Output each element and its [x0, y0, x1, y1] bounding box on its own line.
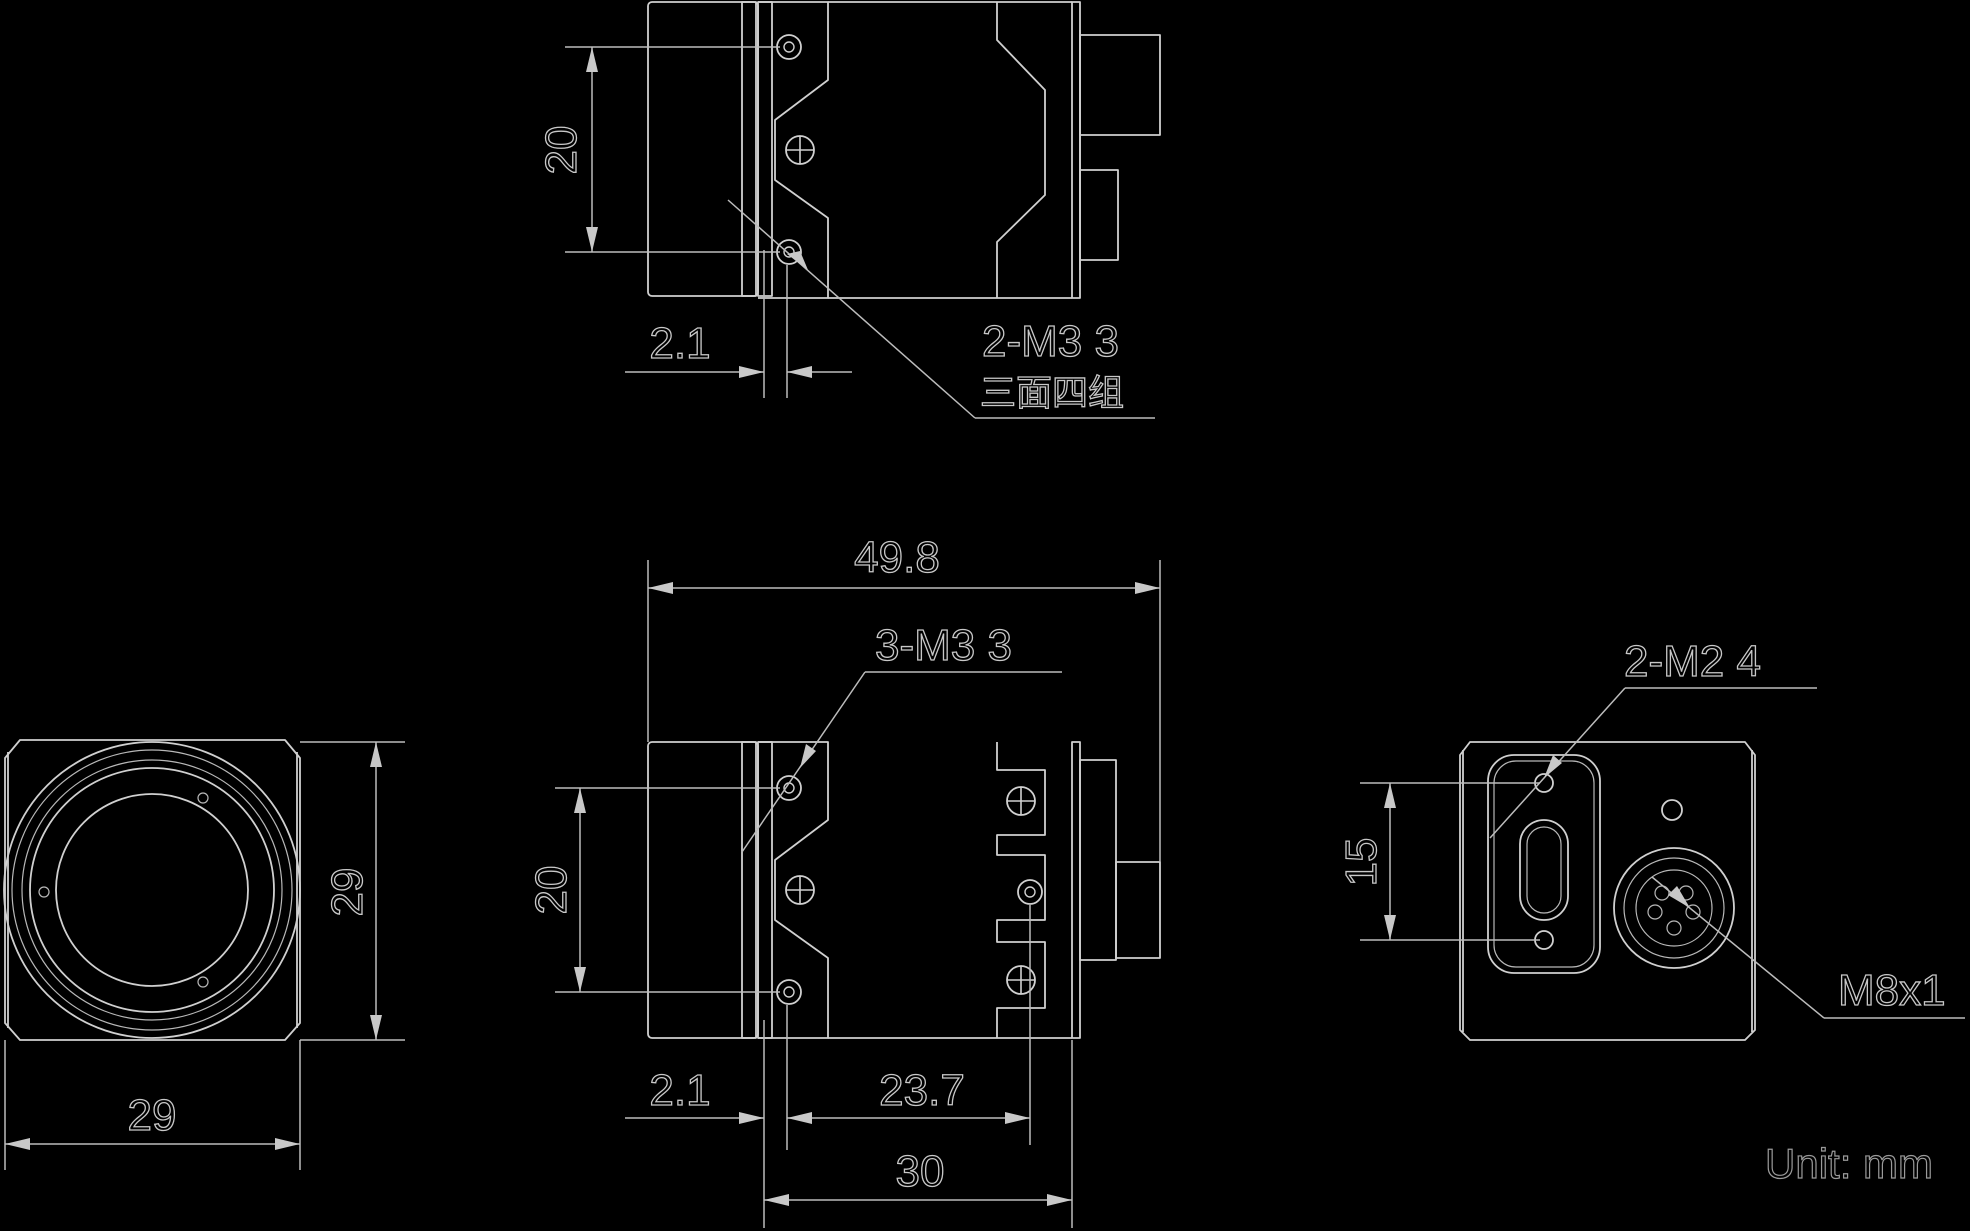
side-view: 49.8 3-M3 3 20 2.1: [526, 532, 1161, 1228]
top-view: 20 2.1 2-M3 3 三面四组: [536, 1, 1161, 419]
side-dim-height: 20: [526, 787, 780, 993]
m8-connector-icon: [1613, 847, 1735, 969]
top-dim-offset-label: 2.1: [649, 319, 710, 368]
side-screw-icon: [785, 875, 815, 905]
side-dim-overall: 49.8: [647, 532, 1161, 862]
side-mount-hole-icon: [776, 979, 802, 1005]
front-dim-height: 29: [300, 741, 405, 1041]
top-callout: 2-M3 3 三面四组: [727, 199, 1155, 419]
side-dim-body-label: 30: [896, 1147, 945, 1196]
side-dim-body: 30: [764, 1040, 1073, 1228]
side-callout-label: 3-M3 3: [875, 621, 1012, 670]
top-callout-label: 2-M3 3: [982, 317, 1119, 366]
unit-label: Unit: mm: [1765, 1140, 1933, 1187]
top-callout-sublabel: 三面四组: [980, 372, 1124, 413]
side-dim-offset: 2.1: [625, 1005, 788, 1228]
top-mount-hole-icon: [776, 34, 802, 60]
rear-view: 2-M2 4 15 M8x1: [1336, 636, 1965, 1041]
top-screw-icon: [785, 135, 815, 165]
front-dim-height-label: 29: [323, 868, 372, 917]
side-screw-icon: [1006, 786, 1036, 816]
front-dim-width-label: 29: [128, 1091, 177, 1140]
rear-callout-connector-label: M8x1: [1838, 966, 1946, 1015]
side-view-body: [647, 741, 1161, 1039]
side-dim-height-label: 20: [527, 866, 576, 915]
top-view-body: [647, 1, 1161, 299]
rear-callout-connector: M8x1: [1651, 876, 1965, 1019]
side-dim-mid-label: 23.7: [879, 1066, 965, 1115]
side-dim-mid: 23.7: [787, 905, 1031, 1145]
side-dim-offset-label: 2.1: [649, 1066, 710, 1115]
side-callout: 3-M3 3: [741, 620, 1062, 853]
side-screw-icon: [1006, 965, 1036, 995]
rear-dim-height-label: 15: [1337, 838, 1386, 887]
rear-callout-top-label: 2-M2 4: [1624, 637, 1761, 686]
side-mount-hole-icon: [1017, 879, 1043, 905]
top-dim-height: 20: [536, 46, 780, 253]
rear-callout-top: 2-M2 4: [1489, 636, 1817, 839]
side-dim-overall-label: 49.8: [854, 533, 940, 582]
top-dim-offset: 2.1: [625, 250, 852, 398]
front-dim-width: 29: [4, 1040, 301, 1170]
front-view: 29 29: [3, 739, 405, 1170]
top-dim-height-label: 20: [537, 126, 586, 175]
rear-dim-height: 15: [1336, 782, 1540, 941]
